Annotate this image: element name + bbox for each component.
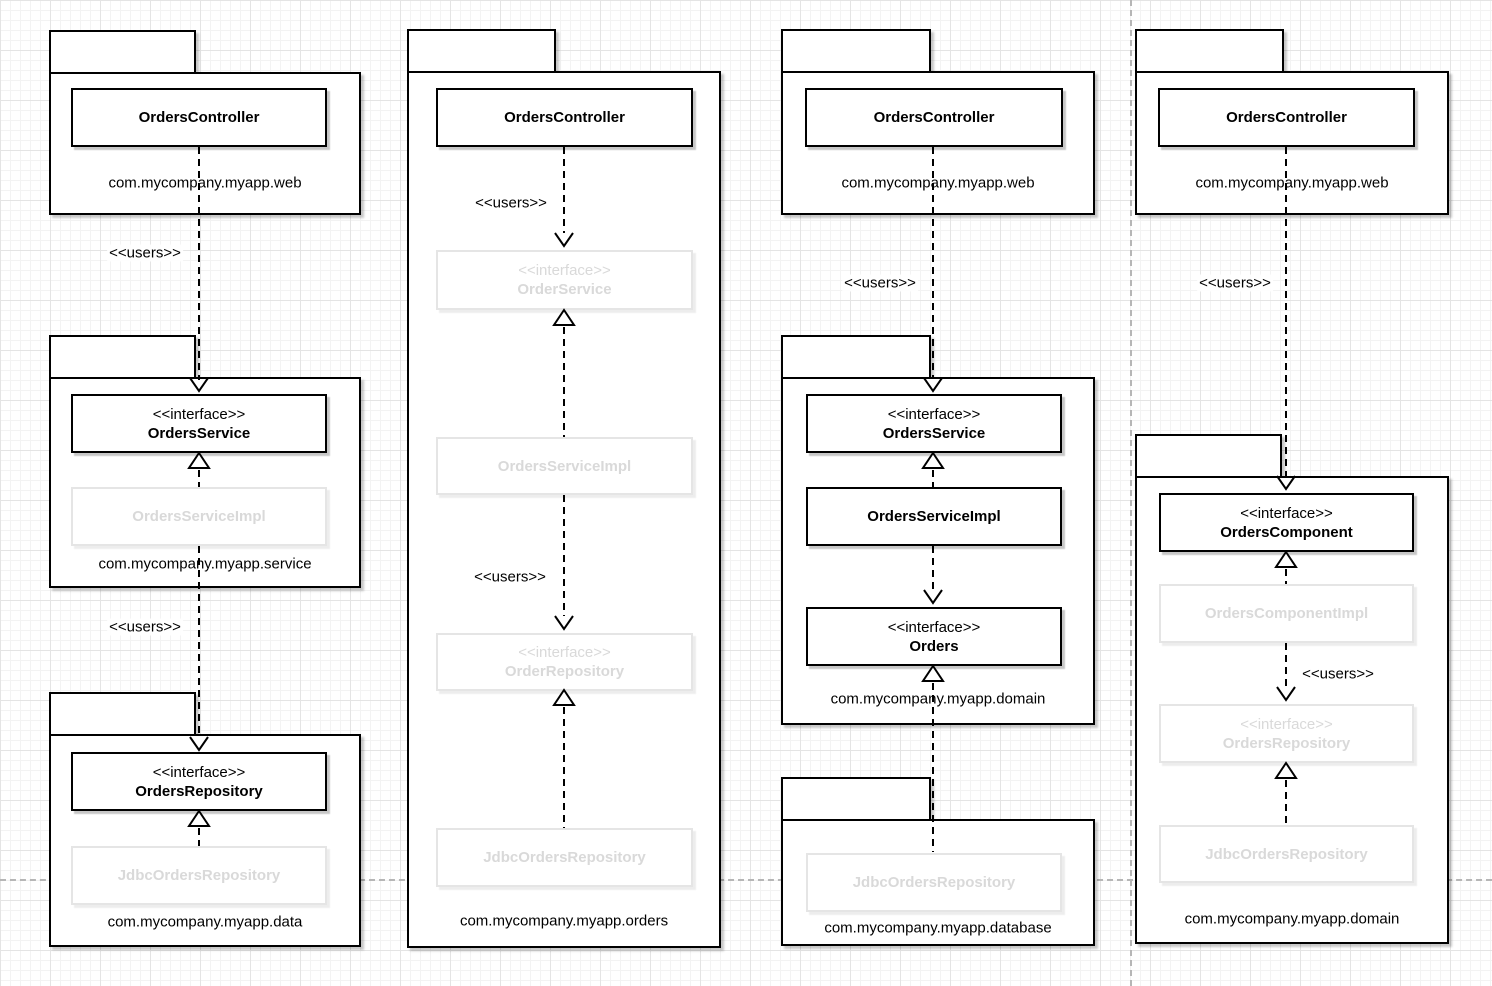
- stereotype-label: <<interface>>: [152, 405, 246, 423]
- page-break-line-vertical: [1130, 0, 1132, 986]
- class-name: JdbcOrdersRepository: [117, 867, 281, 884]
- class-box-orders-controller-2[interactable]: OrdersController: [436, 88, 693, 147]
- package-tab: [781, 29, 931, 73]
- edge-users-label[interactable]: <<users>>: [1197, 274, 1273, 292]
- class-name: OrdersController: [873, 109, 995, 126]
- edge-users-label[interactable]: <<users>>: [842, 274, 918, 292]
- class-box-orders-controller-1[interactable]: OrdersController: [71, 88, 327, 147]
- class-name: OrdersController: [1226, 109, 1347, 126]
- class-name: OrdersRepository: [1222, 734, 1351, 752]
- package-tab: [781, 335, 931, 379]
- class-name: OrdersComponent: [1220, 523, 1353, 541]
- package-label: com.mycompany.myapp.service: [98, 555, 312, 573]
- edge-users-label[interactable]: <<users>>: [473, 194, 549, 212]
- class-box-orders-controller-4[interactable]: OrdersController: [1158, 88, 1415, 147]
- interface-box-orders-repository-4[interactable]: <<interface>> OrdersRepository: [1159, 704, 1414, 763]
- class-box-jdbc-orders-repository-4[interactable]: JdbcOrdersRepository: [1159, 825, 1414, 883]
- stereotype-label: <<interface>>: [887, 618, 981, 636]
- class-name: OrdersServiceImpl: [497, 457, 632, 475]
- class-name: OrdersService: [147, 424, 251, 442]
- package-label: com.mycompany.myapp.domain: [1184, 910, 1400, 928]
- package-label: com.mycompany.myapp.database: [824, 919, 1052, 937]
- package-tab: [49, 30, 196, 74]
- interface-box-order-repository-2[interactable]: <<interface>> OrderRepository: [436, 633, 693, 691]
- stereotype-label: <<interface>>: [518, 644, 611, 661]
- package-label: com.mycompany.myapp.data: [107, 913, 303, 931]
- package-service-1[interactable]: [49, 335, 361, 588]
- edge-users-label[interactable]: <<users>>: [1300, 665, 1376, 683]
- stereotype-label: <<interface>>: [152, 763, 246, 781]
- stereotype-label: <<interface>>: [518, 262, 611, 279]
- interface-box-orders-component-4[interactable]: <<interface>> OrdersComponent: [1159, 493, 1414, 552]
- package-label: com.mycompany.myapp.orders: [459, 912, 669, 930]
- class-name: OrdersComponentImpl: [1204, 605, 1369, 622]
- edge-users-label[interactable]: <<users>>: [107, 618, 183, 636]
- package-tab: [781, 777, 931, 821]
- class-box-orders-component-impl-4[interactable]: OrdersComponentImpl: [1159, 584, 1414, 643]
- class-box-jdbc-orders-repository-3[interactable]: JdbcOrdersRepository: [806, 853, 1062, 912]
- package-label: com.mycompany.myapp.web: [1195, 174, 1389, 192]
- class-name: OrdersController: [504, 109, 625, 126]
- edge-users-label[interactable]: <<users>>: [107, 244, 183, 262]
- stereotype-label: <<interface>>: [887, 405, 981, 423]
- class-box-orders-service-impl-1[interactable]: OrdersServiceImpl: [71, 487, 327, 546]
- package-data-1[interactable]: [49, 692, 361, 947]
- package-tab: [407, 29, 556, 73]
- interface-box-order-service-2[interactable]: <<interface>> OrderService: [436, 250, 693, 310]
- interface-box-orders-3[interactable]: <<interface>> Orders: [806, 607, 1062, 666]
- class-name: OrderRepository: [504, 663, 625, 680]
- page-break-line-horizontal: [0, 879, 1492, 881]
- stereotype-label: <<interface>>: [1240, 504, 1333, 522]
- class-box-orders-controller-3[interactable]: OrdersController: [805, 88, 1063, 147]
- class-box-jdbc-orders-repository-2[interactable]: JdbcOrdersRepository: [436, 828, 693, 887]
- class-box-jdbc-orders-repository-1[interactable]: JdbcOrdersRepository: [71, 846, 327, 905]
- class-name: OrdersRepository: [135, 782, 263, 800]
- interface-box-orders-service-3[interactable]: <<interface>> OrdersService: [806, 394, 1062, 453]
- class-name: OrdersService: [882, 424, 986, 442]
- stereotype-label: <<interface>>: [1240, 715, 1333, 733]
- class-name: JdbcOrdersRepository: [483, 849, 646, 866]
- edge-users-label[interactable]: <<users>>: [472, 568, 548, 586]
- class-name: JdbcOrdersRepository: [1205, 845, 1368, 863]
- class-box-orders-service-impl-2[interactable]: OrdersServiceImpl: [436, 437, 693, 495]
- package-tab: [1135, 29, 1284, 73]
- class-name: JdbcOrdersRepository: [852, 874, 1016, 891]
- class-name: OrdersController: [138, 109, 260, 126]
- class-name: Orders: [909, 637, 959, 655]
- class-box-orders-service-impl-3[interactable]: OrdersServiceImpl: [806, 487, 1062, 546]
- class-name: OrderService: [517, 281, 612, 298]
- package-body: [407, 71, 721, 948]
- class-name: OrdersServiceImpl: [867, 508, 1001, 525]
- package-label: com.mycompany.myapp.domain: [830, 690, 1046, 708]
- package-tab: [1135, 434, 1282, 478]
- package-label: com.mycompany.myapp.web: [108, 174, 302, 192]
- class-name: OrdersServiceImpl: [132, 508, 266, 525]
- package-tab: [49, 692, 196, 736]
- package-tab: [49, 335, 196, 379]
- interface-box-orders-service-1[interactable]: <<interface>> OrdersService: [71, 394, 327, 453]
- interface-box-orders-repository-1[interactable]: <<interface>> OrdersRepository: [71, 752, 327, 811]
- package-label: com.mycompany.myapp.web: [841, 174, 1035, 192]
